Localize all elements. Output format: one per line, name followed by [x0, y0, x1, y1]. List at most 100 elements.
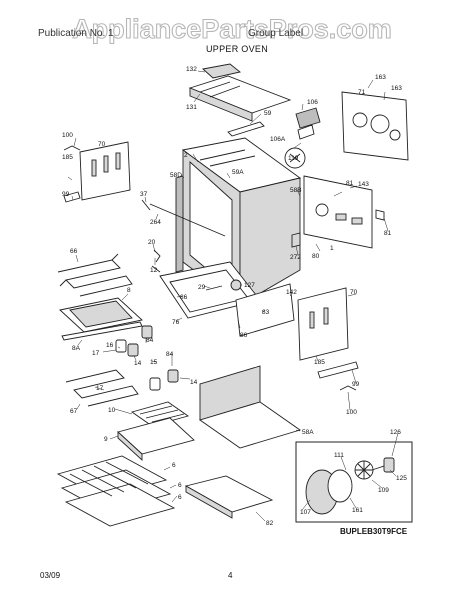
callout-76: 76 — [172, 319, 180, 326]
part-81-clip — [375, 209, 385, 221]
callout-59a: 59A — [232, 169, 244, 176]
callout-66: 66 — [70, 248, 78, 255]
callout-2: 2 — [184, 152, 188, 159]
footer-date: 03/09 — [40, 571, 61, 580]
part-84-terminal-block-lower — [149, 369, 179, 391]
callout-83: 83 — [262, 309, 270, 316]
callout-1: 1 — [330, 245, 334, 252]
part-8a-trim — [61, 321, 143, 341]
callout-8: 8 — [127, 287, 131, 294]
callout-84-a: 84 — [146, 337, 154, 344]
callout-106: 106 — [307, 99, 318, 106]
part-10-broiler-grid — [130, 401, 190, 427]
callout-126: 126 — [390, 429, 401, 436]
callout-80: 80 — [312, 253, 320, 260]
callout-125: 125 — [396, 475, 407, 482]
callout-106a: 106A — [270, 136, 286, 143]
part-29-wire — [205, 285, 223, 291]
diagram-code: BUPLEB30T9FCE — [340, 527, 408, 536]
part-58a-bottom-panel — [198, 365, 302, 449]
svg-text:AppliancePartsPros.com: AppliancePartsPros.com — [72, 14, 392, 44]
callout-142: 142 — [286, 289, 297, 296]
callout-70-a: 70 — [98, 141, 106, 148]
part-272-bracket — [291, 232, 301, 248]
callout-37: 37 — [140, 191, 148, 198]
callout-17-a: 17 — [92, 350, 100, 357]
callout-9: 9 — [104, 436, 108, 443]
callout-99-b: 99 — [352, 381, 360, 388]
callout-163-b: 163 — [391, 85, 402, 92]
part-119-cover — [284, 147, 306, 169]
fan-assembly-inset — [295, 441, 413, 523]
callout-119: 119 — [288, 155, 299, 162]
callout-107: 107 — [300, 509, 311, 516]
part-99-bracket-right — [317, 361, 359, 379]
callout-264: 264 — [150, 219, 161, 226]
callout-161: 161 — [352, 507, 363, 514]
callout-58b: 58B — [290, 187, 302, 194]
callout-109: 109 — [378, 487, 389, 494]
part-6-oven-racks — [56, 455, 176, 527]
leader-lines — [67, 70, 399, 522]
callout-12: 12 — [150, 267, 158, 274]
callout-17-b: 17 — [96, 385, 104, 392]
part-66-bake-element — [57, 253, 133, 297]
callout-6-b: 6 — [178, 482, 182, 489]
part-106-switch — [295, 107, 321, 140]
part-37-screw — [141, 199, 151, 211]
callout-100-b: 100 — [346, 409, 357, 416]
callout-20: 20 — [148, 239, 156, 246]
part-20-clip — [153, 249, 161, 263]
callout-185-a: 185 — [62, 154, 73, 161]
callout-15: 15 — [150, 359, 158, 366]
part-58d-insulation — [175, 175, 184, 273]
callout-81-a: 81 — [346, 180, 354, 187]
part-70-side-panel-right — [297, 287, 349, 361]
callout-99-a: 99 — [62, 191, 70, 198]
callout-70-b: 70 — [350, 289, 358, 296]
part-100-bracket-right — [339, 385, 357, 391]
callout-143: 143 — [358, 181, 369, 188]
part-100-bracket — [63, 145, 81, 151]
callout-6-c: 6 — [178, 494, 182, 501]
callout-272: 272 — [290, 254, 301, 261]
callout-67: 67 — [70, 408, 78, 415]
callout-58d: 58D — [170, 172, 182, 179]
callout-84-b: 84 — [166, 351, 174, 358]
callout-16: 16 — [106, 342, 114, 349]
part-1-control-housing — [303, 175, 373, 249]
callout-14-a: 14 — [134, 360, 142, 367]
exploded-parts-diagram: 132 131 163 163 71 106 59 106A 119 81 14… — [56, 63, 413, 536]
part-8-inner-glass — [59, 297, 143, 333]
callout-58a: 58A — [302, 429, 314, 436]
callout-132: 132 — [186, 66, 197, 73]
part-12-screw — [151, 265, 161, 273]
part-70-side-panel-left — [79, 141, 131, 201]
part-264-rod — [149, 203, 226, 237]
footer-page-number: 4 — [228, 571, 233, 580]
callout-185-b: 185 — [314, 359, 325, 366]
callout-81-b: 81 — [384, 230, 392, 237]
callout-100: 100 — [62, 132, 73, 139]
callout-163-a: 163 — [375, 74, 386, 81]
part-59-strip — [227, 121, 265, 137]
callout-10: 10 — [108, 407, 116, 414]
part-82-drawer-pan — [184, 475, 274, 519]
callout-127: 127 — [244, 282, 255, 289]
callout-8a: 8A — [72, 345, 81, 352]
header-publication-text: Publication No. 1 — [38, 28, 114, 39]
section-title: UPPER OVEN — [206, 44, 269, 54]
header-group-text: Group Label — [248, 28, 304, 39]
part-76-door-frame — [159, 261, 261, 319]
callout-71: 71 — [358, 89, 366, 96]
callout-14-b: 14 — [190, 379, 198, 386]
callout-59: 59 — [264, 110, 272, 117]
part-9-broiler-pan — [117, 417, 195, 462]
callout-111: 111 — [334, 452, 344, 459]
callout-86-a: 86 — [180, 294, 188, 301]
part-67-broil-element — [65, 369, 139, 407]
part-127-lamp — [230, 279, 242, 291]
part-132-vent — [188, 63, 292, 122]
callout-86-b: 86 — [240, 332, 248, 339]
part-71-rear-panel — [341, 91, 409, 161]
